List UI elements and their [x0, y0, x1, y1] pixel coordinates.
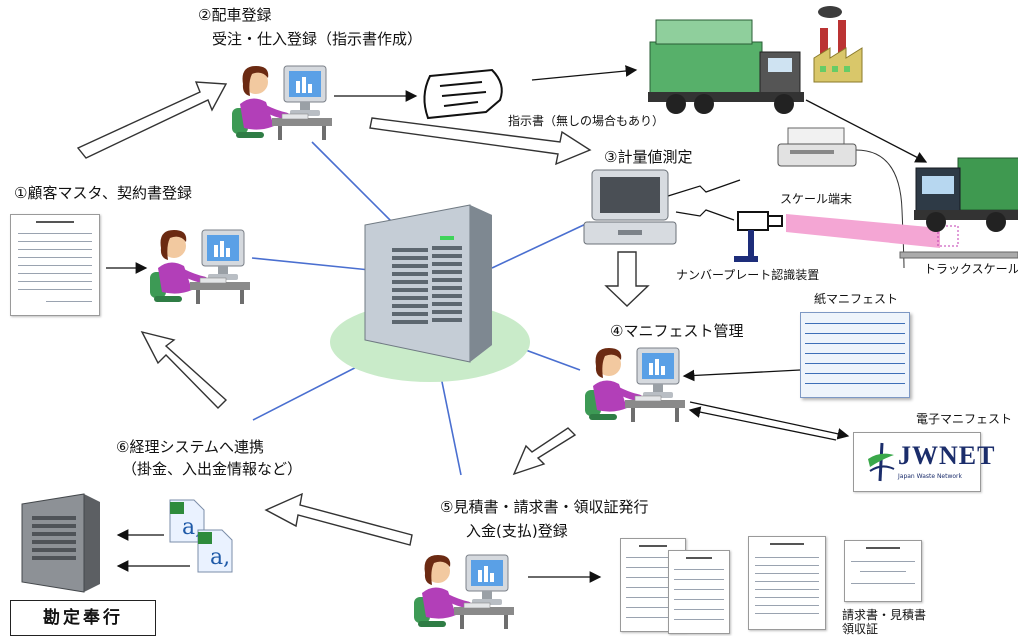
- receipt-document-icon: [844, 540, 922, 602]
- receipt-label: 領収証: [842, 622, 879, 636]
- step5-subtitle: 入金(支払)登録: [466, 522, 568, 540]
- step2-subtitle: 受注・仕入登録（指示書作成）: [212, 30, 423, 48]
- excel-file-icon: a,: [197, 529, 233, 573]
- e-manifest-label: 電子マニフェスト: [916, 412, 1013, 426]
- signal-zigzag: [667, 179, 741, 197]
- scale-terminal-label: スケール端末: [780, 192, 853, 206]
- signal-zigzag-2: [675, 209, 735, 221]
- plate-reader-label: ナンバープレート認識装置: [676, 268, 820, 282]
- connection-line: [491, 221, 591, 269]
- plate-reader-camera-icon: [734, 211, 783, 262]
- arrow-jwnet-to-staff: [688, 406, 837, 441]
- accounting-software-label: 勘定奉行: [10, 600, 156, 636]
- connection-line: [439, 371, 462, 476]
- flow-arrow-1-to-2: [76, 81, 228, 159]
- plate-target: [937, 225, 959, 247]
- staff-step2-icon: [232, 66, 332, 140]
- camera-beam: [786, 214, 940, 248]
- step6-title: ⑥経理システムへ連携: [116, 438, 264, 456]
- excel-letter: a,: [210, 545, 230, 570]
- staff-step5-icon: [414, 555, 514, 629]
- flow-arrow-3-to-4: [604, 251, 650, 307]
- factory-icon: [813, 6, 863, 83]
- flow-arrow-4-to-5: [512, 427, 577, 476]
- excel-file-icon: a,: [169, 499, 205, 543]
- connection-line: [251, 257, 371, 271]
- statement-document-icon: [748, 536, 826, 630]
- invoice-docs-label: 請求書・見積書: [842, 608, 927, 622]
- flow-arrow-2-to-3: [369, 117, 592, 166]
- excel-letter: a,: [182, 515, 202, 540]
- measurement-pc-icon: [583, 169, 677, 245]
- truck-scale-label: トラックスケール: [924, 262, 1018, 276]
- staff-step1-icon: [150, 230, 250, 304]
- step2-title: ②配車登録: [198, 6, 272, 24]
- paper-manifest-label: 紙マニフェスト: [814, 292, 899, 306]
- step3-title: ③計量値測定: [604, 148, 693, 166]
- step4-title: ④マニフェスト管理: [610, 322, 744, 340]
- jwnet-wordmark: JWNET: [898, 441, 996, 470]
- weighed-truck-icon: [899, 157, 1018, 259]
- jwnet-mark-icon: [868, 442, 895, 482]
- flow-arrow-6-to-1: [140, 330, 228, 409]
- step1-title: ①顧客マスタ、契約書登録: [14, 184, 192, 202]
- thin-arrows: [106, 65, 928, 583]
- contract-document-icon: [10, 214, 100, 316]
- paper-manifest-icon: [800, 312, 910, 398]
- flow-arrow-5-to-6: [264, 492, 413, 546]
- jwnet-tagline: Japan Waste Network: [898, 473, 962, 480]
- arrow-to-truck: [531, 65, 638, 81]
- connection-line: [311, 141, 396, 226]
- arrow-paper-manifest: [682, 369, 801, 382]
- central-server: [330, 204, 530, 382]
- flow-arrows: [76, 81, 650, 546]
- step5-title: ⑤見積書・請求書・領収証発行: [440, 498, 649, 516]
- estimate-document-icon: [668, 550, 730, 634]
- dump-truck-icon: [648, 19, 804, 114]
- arrow-staff-to-jwnet: [689, 401, 850, 440]
- instruction-sheet-icon: [423, 68, 503, 120]
- arrow-truck-to-truck: [805, 99, 928, 163]
- scale-terminal-icon: [777, 127, 857, 167]
- jwnet-logo: JWNET Japan Waste Network: [853, 432, 994, 492]
- accounting-server-icon: [21, 493, 100, 593]
- scale-cable: [855, 149, 905, 269]
- instruction-doc-label: 指示書（無しの場合もあり）: [508, 114, 665, 128]
- staff-step4-icon: [585, 348, 685, 422]
- step6-subtitle: （掛金、入出金情報など）: [122, 460, 303, 478]
